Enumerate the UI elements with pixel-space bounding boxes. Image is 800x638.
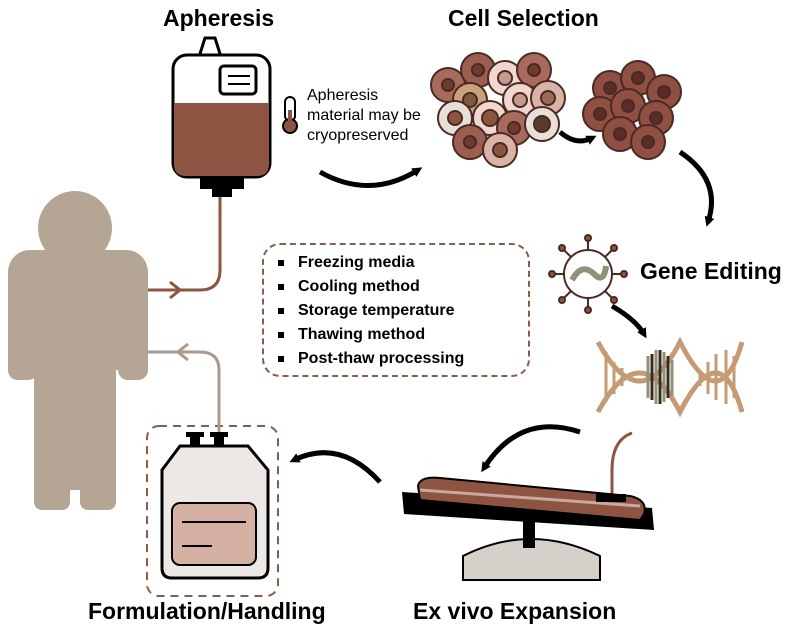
mixed-cell-cluster-icon: [430, 52, 566, 168]
note-line-3: cryopreserved: [307, 127, 409, 144]
list-item: Freezing media: [278, 251, 528, 275]
list-item: Thawing method: [278, 323, 528, 347]
formulation-handling-title: Formulation/Handling: [88, 598, 326, 624]
apheresis-bag-icon: [171, 36, 272, 197]
final-product-dashed-box: [146, 425, 279, 597]
cryopreservation-factors-box: Freezing media Cooling method Storage te…: [262, 243, 530, 377]
list-item: Storage temperature: [278, 299, 528, 323]
note-line-1: Apheresis: [307, 87, 379, 104]
outflow-tube: [148, 350, 221, 432]
arrow-to-expansion: [481, 424, 581, 473]
cryopreservation-factors-list: Freezing media Cooling method Storage te…: [264, 245, 528, 371]
ex-vivo-expansion-title: Ex vivo Expansion: [413, 598, 617, 624]
arrow-to-selected-cells: [558, 130, 597, 145]
apheresis-title: Apheresis: [163, 5, 275, 31]
transfer-tube: [610, 431, 633, 500]
edited-dna-icon: [595, 336, 745, 418]
cell-selection-title: Cell Selection: [448, 5, 599, 31]
cryopreservation-note: Apheresis material may be cryopreserved: [307, 86, 421, 146]
gene-editing-title: Gene Editing: [640, 258, 782, 284]
arrow-to-gene-editing: [678, 149, 715, 227]
rocking-bioreactor-icon: [402, 476, 654, 581]
arrow-to-dna: [610, 303, 647, 339]
final-product-bag-icon: [160, 432, 270, 580]
selected-cells-icon: [582, 60, 682, 160]
thermometer-icon: [282, 96, 298, 134]
inflow-tube: [148, 197, 222, 292]
arrow-to-formulation: [289, 450, 382, 484]
patient-figure-icon: [8, 191, 148, 510]
viral-vector-icon: [548, 234, 628, 314]
inflow-arrow-icon: [169, 280, 183, 300]
list-item: Post-thaw processing: [278, 347, 528, 371]
note-line-2: material may be: [307, 107, 421, 124]
arrow-to-cell-selection: [318, 167, 423, 188]
list-item: Cooling method: [278, 275, 528, 299]
outflow-arrow-icon: [175, 342, 189, 362]
